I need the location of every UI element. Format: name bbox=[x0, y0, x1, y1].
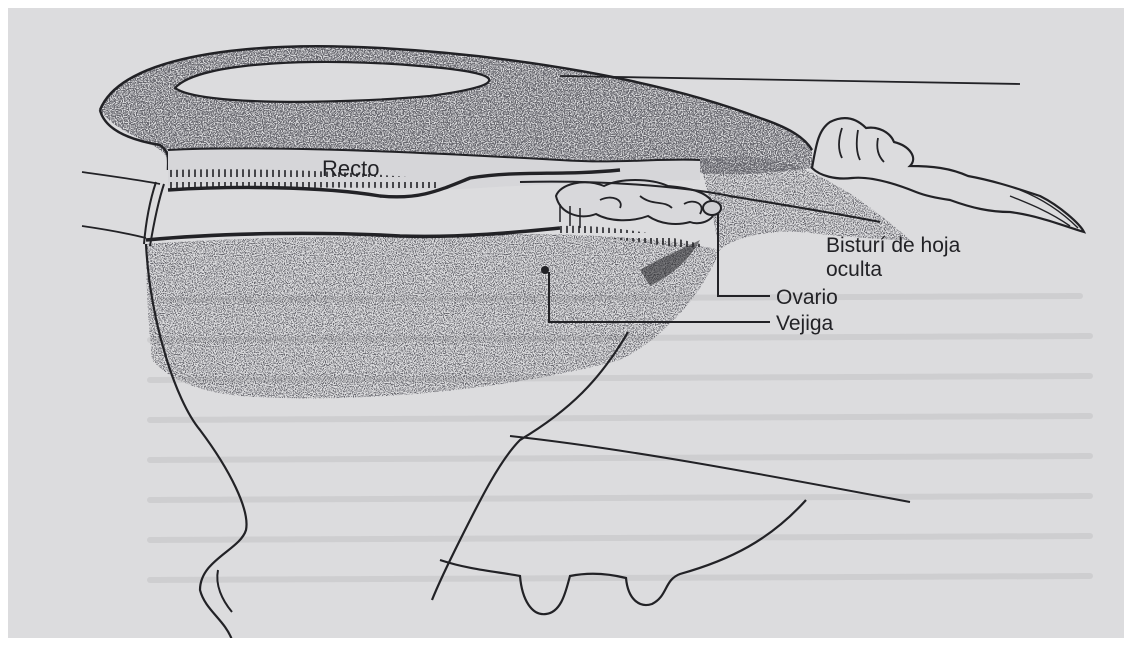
tail-left-line-2 bbox=[82, 226, 146, 238]
anatomical-illustration: Recto Bisturí de hoja oculta Ovario Veji… bbox=[8, 8, 1124, 638]
tail-left-line-1 bbox=[82, 172, 160, 184]
label-scalpel-line2: oculta bbox=[826, 258, 882, 281]
label-bladder: Vejiga bbox=[776, 312, 834, 335]
udder bbox=[510, 436, 910, 502]
tail-strip bbox=[144, 182, 164, 246]
label-ovary: Ovario bbox=[776, 286, 838, 309]
label-rectum: Recto bbox=[322, 156, 379, 181]
photographed-book-page: Recto Bisturí de hoja oculta Ovario Veji… bbox=[8, 8, 1124, 638]
ovary-structure bbox=[556, 180, 721, 228]
hind-leg-inner bbox=[217, 570, 232, 612]
label-scalpel-line1: Bisturí de hoja bbox=[826, 234, 961, 257]
abdomen-stipple bbox=[146, 234, 720, 398]
udder-lower bbox=[440, 500, 806, 614]
bladder-dot bbox=[541, 266, 549, 274]
